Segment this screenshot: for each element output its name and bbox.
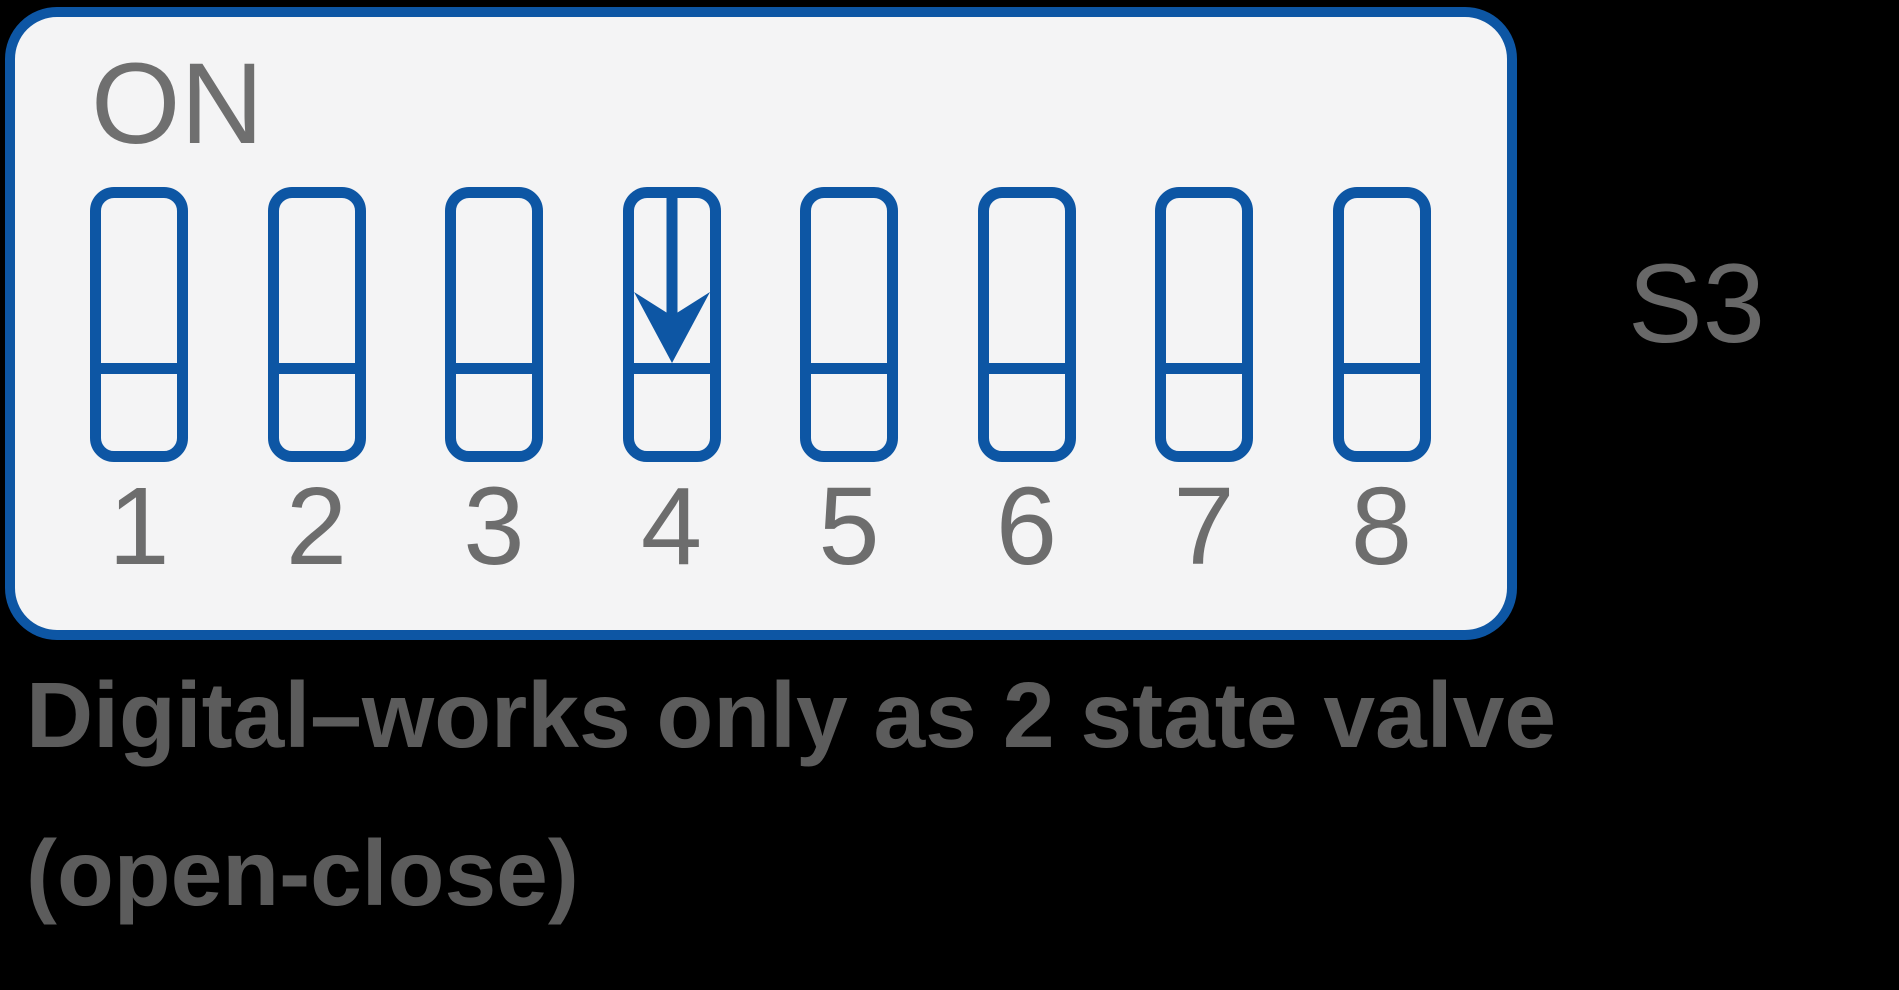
- on-label: ON: [91, 40, 264, 168]
- switch-number-8: 8: [1350, 465, 1413, 588]
- switch-number-4: 4: [640, 465, 703, 588]
- switch-number-3: 3: [463, 465, 525, 588]
- dip-switch-2: [267, 187, 366, 462]
- switch-number-1: 1: [108, 465, 170, 588]
- dip-switch-4: [622, 187, 721, 462]
- dip-switch-6: [977, 187, 1076, 462]
- dip-switch-7: [1155, 187, 1253, 462]
- switch-divider: [278, 363, 355, 374]
- dip-switch-8: [1332, 187, 1431, 462]
- switch-divider: [988, 363, 1065, 374]
- switch-divider: [1166, 363, 1242, 374]
- switch-number-7: 7: [1173, 465, 1235, 588]
- switch-divider: [101, 363, 177, 374]
- switch-divider: [633, 363, 710, 374]
- dip-switch-3: [445, 187, 543, 462]
- caption: Digital–works only as 2 state valve (ope…: [26, 636, 1556, 952]
- switch-divider: [811, 363, 887, 374]
- caption-line-1: Digital–works only as 2 state valve: [26, 663, 1557, 767]
- switch-number-6: 6: [995, 465, 1058, 588]
- switch-number-2: 2: [285, 465, 348, 588]
- caption-line-2: (open-close): [26, 821, 579, 926]
- switch-number-5: 5: [818, 465, 880, 588]
- switch-divider: [1343, 363, 1420, 374]
- dip-switch-5: [800, 187, 898, 462]
- dip-switch-1: [90, 187, 188, 462]
- dip-switch-panel: ON: [5, 7, 1517, 640]
- switch-divider: [456, 363, 532, 374]
- side-label-s3: S3: [1628, 241, 1765, 366]
- down-arrow-icon: [633, 198, 710, 363]
